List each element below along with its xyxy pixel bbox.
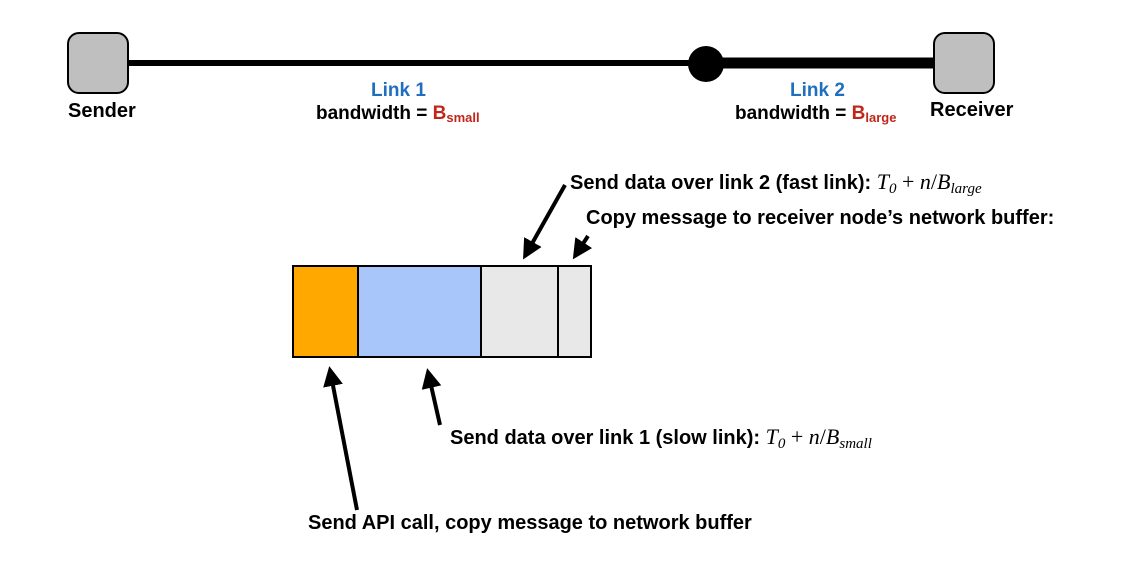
link2-bandwidth-prefix: bandwidth =	[735, 103, 852, 124]
fast-link-plus: +	[896, 169, 920, 194]
copy-receiver-block	[557, 265, 592, 358]
slow-link-b: B	[825, 424, 840, 449]
link1-bandwidth: bandwidth = Bsmall	[316, 103, 480, 125]
link2-label: Link 2	[790, 80, 845, 101]
slow-link-block	[357, 265, 482, 358]
fast-link-t-sub: 0	[889, 181, 897, 197]
fast-link-slash: /	[930, 169, 938, 194]
fast-link-text: Send data over link 2 (fast link):	[570, 172, 877, 194]
link2-bandwidth-symbol: B	[851, 103, 866, 124]
sender-label: Sender	[68, 100, 136, 122]
slow-link-b-sub: small	[839, 436, 872, 452]
sender-node	[67, 32, 129, 94]
fast-link-annotation: Send data over link 2 (fast link): T0 + …	[570, 169, 982, 198]
link1-bandwidth-sub: small	[446, 110, 480, 125]
slow-link-plus: +	[785, 424, 809, 449]
link1-bandwidth-prefix: bandwidth =	[316, 103, 433, 124]
slow-link-text: Send data over link 1 (slow link):	[450, 427, 766, 449]
api-call-block	[292, 265, 359, 358]
link1-bandwidth-symbol: B	[432, 103, 447, 124]
arrow-api-call	[323, 366, 359, 511]
fast-link-b-sub: large	[950, 181, 982, 197]
arrow-copy-receiver	[572, 234, 593, 260]
link2-bandwidth-sub: large	[865, 110, 897, 125]
slow-link-n: n	[808, 424, 820, 449]
fast-link-t: T	[876, 169, 889, 194]
receiver-node	[933, 32, 995, 94]
slow-link-t-sub: 0	[777, 436, 786, 452]
fast-link-b: B	[937, 169, 951, 194]
router-node	[688, 46, 724, 82]
link2-bandwidth: bandwidth = Blarge	[735, 103, 896, 125]
copy-receiver-annotation: Copy message to receiver node’s network …	[586, 207, 1055, 229]
fast-link-n: n	[919, 169, 931, 194]
arrow-fast-link	[523, 184, 567, 260]
arrow-slow-link	[421, 368, 442, 426]
slow-link-slash: /	[819, 424, 826, 449]
fast-link-block	[480, 265, 559, 358]
slow-link-annotation: Send data over link 1 (slow link): T0 + …	[450, 424, 872, 453]
slow-link-t: T	[765, 424, 778, 449]
api-call-annotation: Send API call, copy message to network b…	[308, 512, 752, 534]
link1-label: Link 1	[371, 80, 426, 101]
receiver-label: Receiver	[930, 99, 1014, 121]
